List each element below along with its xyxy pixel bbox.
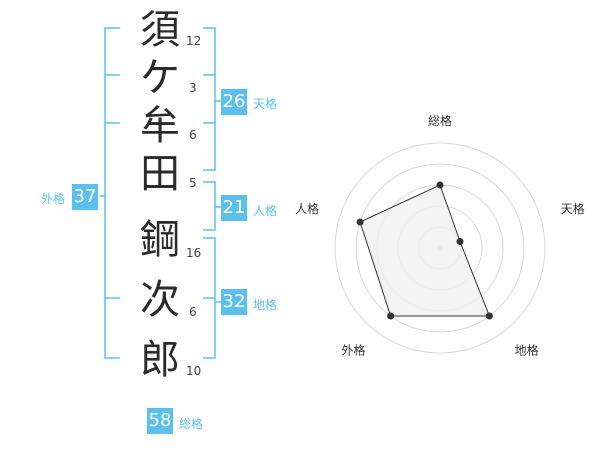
name-char-7: 郎 — [140, 337, 180, 383]
name-char-2: ケ — [140, 55, 180, 101]
name-char-5: 鋼 — [140, 217, 180, 263]
gaikaku-bracket — [104, 27, 120, 359]
radar-point-1 — [436, 181, 444, 189]
radar-point-2 — [456, 238, 464, 245]
chikaku-label: 地格 — [253, 298, 278, 312]
jinkaku-bracket — [203, 181, 216, 231]
radar-point-3 — [485, 312, 493, 320]
tenkaku-value: 26 — [221, 89, 247, 115]
name-char-1: 須 — [140, 7, 180, 53]
radar-axis-label-3: 地格 — [515, 343, 539, 358]
radar-point-5 — [356, 218, 364, 226]
radar-point-4 — [387, 312, 395, 320]
chikaku-value: 32 — [221, 289, 247, 315]
stroke-count-7: 10 — [186, 364, 202, 378]
name-char-3: 牟 — [140, 103, 180, 149]
stroke-count-1: 12 — [186, 34, 202, 48]
soukaku-value: 58 — [147, 408, 173, 434]
gaikaku-label: 外格 — [41, 192, 66, 206]
radar-data-area — [359, 184, 491, 317]
stroke-count-4: 5 — [189, 176, 197, 190]
stroke-count-5: 16 — [186, 246, 202, 260]
jinkaku-label: 人格 — [253, 204, 278, 218]
name-char-4: 田 — [140, 151, 180, 197]
stroke-count-2: 3 — [189, 81, 197, 95]
tenkaku-bracket — [203, 27, 216, 171]
radar-axis-label-2: 天格 — [561, 201, 585, 216]
stroke-count-6: 6 — [189, 305, 197, 319]
radar-axis-label-1: 総格 — [428, 113, 452, 128]
gaikaku-value: 37 — [72, 184, 98, 210]
radar-axis-label-5: 人格 — [295, 201, 319, 216]
name-char-6: 次 — [140, 277, 180, 323]
stroke-count-3: 6 — [189, 128, 197, 142]
jinkaku-value: 21 — [221, 195, 247, 221]
radar-axis-label-4: 外格 — [341, 343, 365, 358]
soukaku-label: 総格 — [179, 417, 204, 431]
tenkaku-label: 天格 — [253, 97, 278, 111]
